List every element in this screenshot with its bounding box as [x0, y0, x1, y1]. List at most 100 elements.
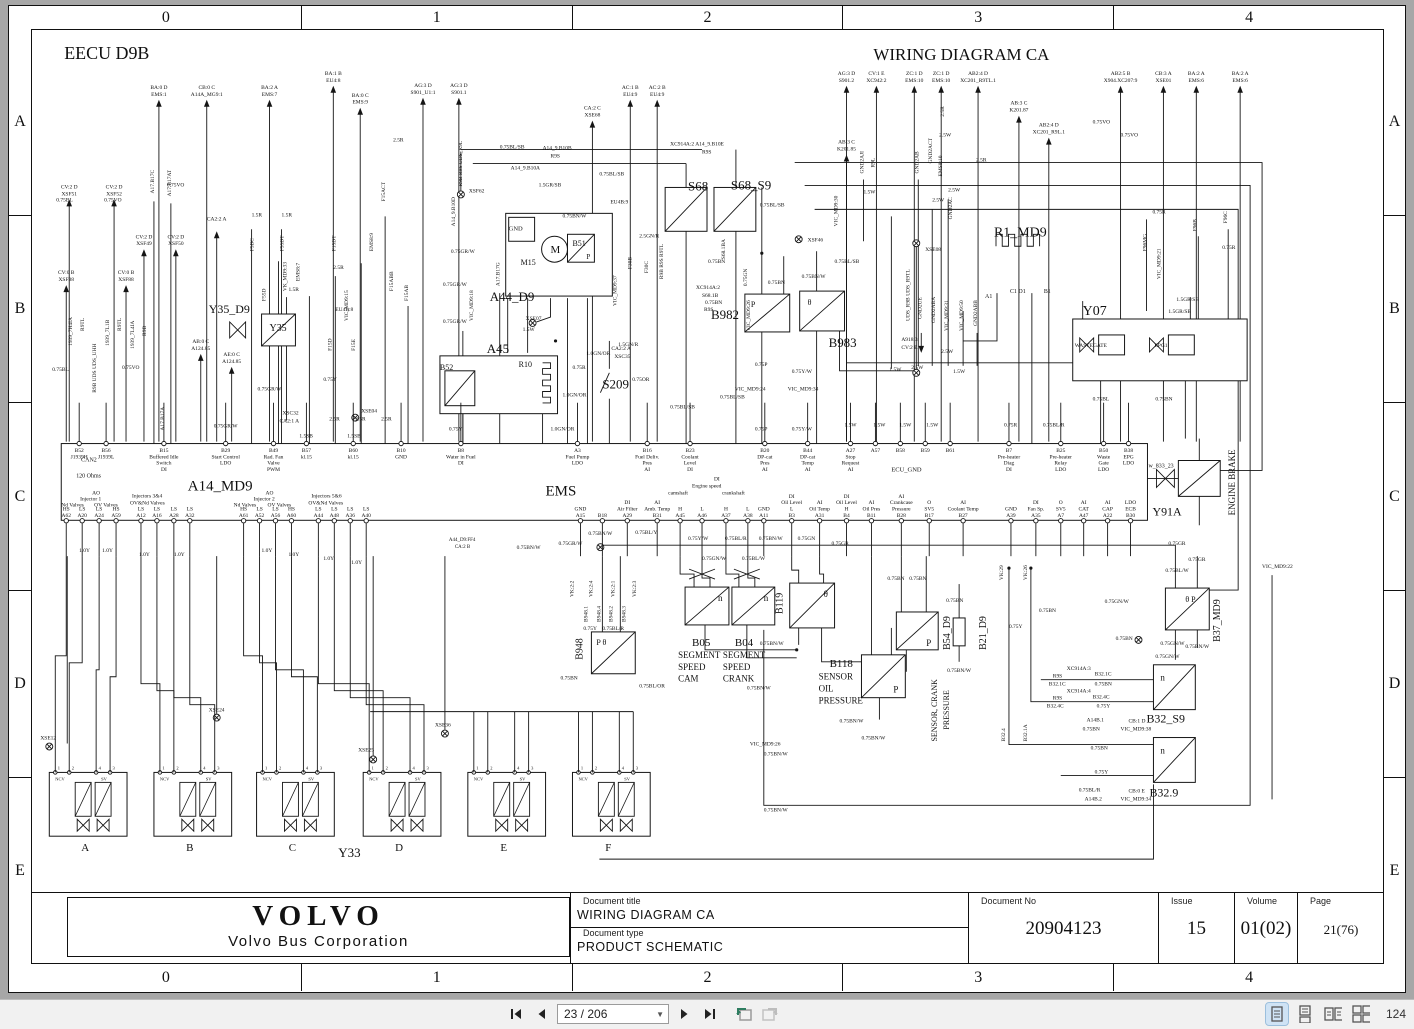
resistor-symbol	[542, 362, 551, 404]
svg-text:CA:2 B: CA:2 B	[455, 545, 471, 550]
previous-page-button[interactable]	[531, 1003, 553, 1025]
svg-text:B983: B983	[829, 335, 857, 350]
next-page-button[interactable]	[673, 1003, 695, 1025]
svg-text:B982: B982	[711, 307, 739, 322]
svg-text:0.75GR/W: 0.75GR/W	[451, 249, 476, 255]
svg-text:B61: B61	[946, 448, 955, 454]
svg-text:A44_D9:FF4: A44_D9:FF4	[449, 538, 476, 543]
svg-text:A12: A12	[136, 513, 146, 519]
svg-text:0.75P: 0.75P	[755, 362, 768, 368]
svg-text:XC201_R9TL.1: XC201_R9TL.1	[960, 78, 996, 84]
svg-text:CAN2: CAN2	[81, 457, 97, 463]
single-page-layout-button[interactable]	[1264, 1002, 1289, 1026]
svg-text:A37: A37	[721, 513, 731, 519]
svg-text:AI: AI	[644, 467, 650, 473]
svg-text:CB:1 D: CB:1 D	[1129, 719, 1146, 725]
page-dropdown-caret-icon[interactable]: ▼	[656, 1009, 664, 1019]
svg-text:R9S: R9S	[1053, 696, 1062, 702]
svg-text:B32.4C: B32.4C	[1047, 704, 1064, 710]
valve-icon	[410, 818, 424, 833]
svg-text:OV Valves: OV Valves	[94, 502, 118, 508]
svg-text:Relay: Relay	[1054, 461, 1067, 467]
svg-text:0.75GR: 0.75GR	[1188, 557, 1206, 563]
svg-text:0.75BL/W: 0.75BL/W	[742, 556, 766, 562]
svg-text:A60: A60	[287, 513, 297, 519]
svg-text:2.5R: 2.5R	[393, 138, 404, 144]
svg-text:0.75BN: 0.75BN	[909, 576, 926, 582]
B04-box: n	[731, 586, 776, 626]
svg-text:0.75GN: 0.75GN	[743, 269, 749, 287]
svg-text:0.75R: 0.75R	[1004, 423, 1018, 429]
svg-text:A27: A27	[846, 448, 856, 454]
B948-box: P θ	[590, 631, 636, 675]
svg-text:θ P: θ P	[1185, 595, 1196, 604]
svg-text:1.0Y: 1.0Y	[351, 560, 362, 566]
svg-text:B8: B8	[458, 448, 465, 454]
svg-text:0.75BN: 0.75BN	[561, 676, 578, 682]
svg-text:XC201_R9L.1: XC201_R9L.1	[1033, 130, 1066, 136]
svg-text:1.0Y: 1.0Y	[262, 548, 273, 554]
svg-text:F55DT: F55DT	[279, 235, 285, 251]
svg-text:LS: LS	[272, 507, 278, 513]
continuous-layout-button[interactable]	[1294, 1003, 1316, 1025]
svg-text:4: 4	[413, 765, 416, 770]
svg-text:B119: B119	[775, 593, 786, 614]
svg-text:A3: A3	[574, 448, 581, 454]
two-page-continuous-layout-button[interactable]	[1350, 1003, 1372, 1025]
svg-text:1.0Y: 1.0Y	[102, 548, 113, 554]
svg-text:B59: B59	[921, 448, 930, 454]
svg-text:4: 4	[517, 765, 520, 770]
svg-text:B7: B7	[1006, 448, 1013, 454]
svg-text:F15DT: F15DT	[331, 235, 337, 251]
svg-text:A39: A39	[1006, 513, 1016, 519]
svg-text:M15: M15	[521, 258, 536, 267]
svg-text:CV:0 B: CV:0 B	[58, 270, 75, 276]
svg-text:NCV: NCV	[474, 776, 484, 781]
svg-text:A46: A46	[697, 513, 707, 519]
svg-text:0.75BN/W: 0.75BN/W	[947, 668, 972, 674]
svg-text:EMS:9: EMS:9	[352, 100, 368, 106]
two-page-layout-button[interactable]	[1322, 1003, 1344, 1025]
svg-text:GND: GND	[575, 507, 587, 513]
svg-text:0.75VO: 0.75VO	[1093, 120, 1111, 126]
svg-text:1.0Y: 1.0Y	[79, 548, 90, 554]
svg-text:P: P	[751, 300, 756, 309]
svg-text:OV&Nd Valves: OV&Nd Valves	[130, 500, 165, 506]
svg-text:2.5W: 2.5W	[939, 133, 952, 139]
svg-text:EMS:6: EMS:6	[1189, 78, 1205, 84]
svg-text:0.75Y: 0.75Y	[583, 626, 597, 632]
svg-text:0.75Y: 0.75Y	[323, 377, 337, 383]
last-page-button[interactable]	[699, 1003, 721, 1025]
grid-row-label: E	[1384, 776, 1405, 964]
svg-text:1.5R: 1.5R	[281, 212, 292, 218]
svg-text:ECU_GND: ECU_GND	[891, 466, 922, 473]
svg-text:SV: SV	[520, 776, 526, 781]
page-number-field[interactable]: 23 / 206 ▼	[557, 1004, 669, 1024]
svg-text:0.75Y/W: 0.75Y/W	[792, 427, 813, 433]
svg-text:1939_7H4IA: 1939_7H4IA	[68, 317, 74, 346]
grid-col-label: 1	[300, 964, 572, 991]
previous-view-button[interactable]	[733, 1003, 755, 1025]
svg-text:F96B: F96B	[1192, 219, 1198, 232]
svg-text:n: n	[1160, 673, 1165, 683]
svg-text:WASTEGATE: WASTEGATE	[1075, 343, 1108, 349]
svg-text:LDO: LDO	[1098, 467, 1109, 473]
first-page-button[interactable]	[505, 1003, 527, 1025]
svg-text:A59: A59	[111, 513, 121, 519]
svg-text:S68.1BA: S68.1BA	[721, 239, 727, 259]
svg-text:0.75BN/W: 0.75BN/W	[802, 274, 827, 280]
svg-text:B948.1: B948.1	[583, 606, 589, 622]
next-view-button[interactable]	[759, 1003, 781, 1025]
svg-text:LS: LS	[187, 507, 193, 513]
svg-text:F96C: F96C	[1223, 211, 1229, 224]
svg-text:XC942:2: XC942:2	[866, 78, 886, 84]
svg-text:AO: AO	[92, 490, 100, 496]
svg-text:A124.85: A124.85	[191, 346, 210, 352]
svg-text:B10: B10	[397, 448, 406, 454]
svg-text:VIC_MD9:15: VIC_MD9:15	[344, 290, 350, 321]
svg-text:CAP: CAP	[1102, 507, 1113, 513]
svg-text:SV5: SV5	[1056, 507, 1066, 513]
svg-text:CA:2 C: CA:2 C	[584, 106, 601, 112]
svg-text:A14B.1: A14B.1	[1087, 718, 1104, 724]
